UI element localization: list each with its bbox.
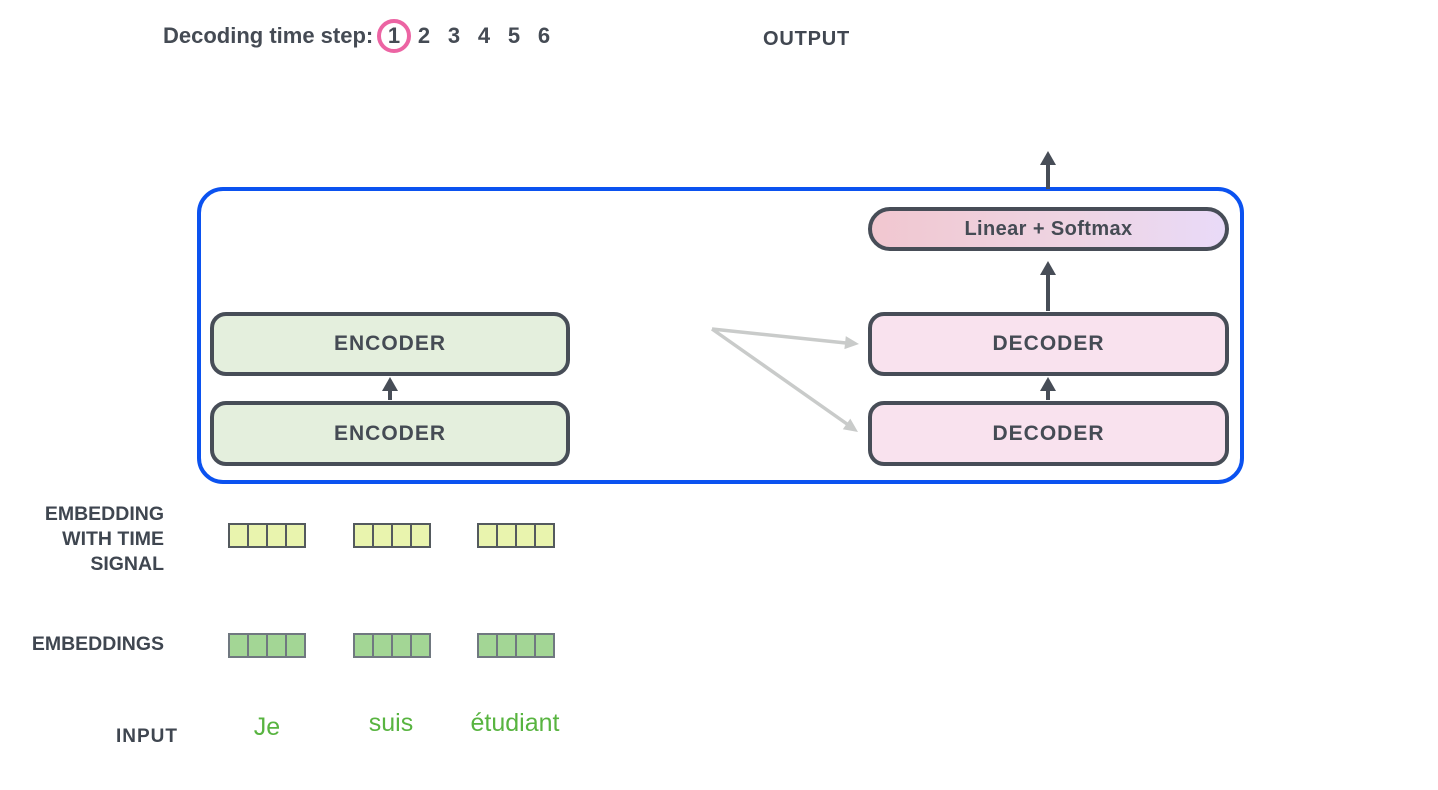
input-token: Je xyxy=(253,713,281,741)
embedding-vector xyxy=(477,633,555,658)
active-step-ring xyxy=(377,19,411,53)
label-input: INPUT xyxy=(116,726,178,747)
step-number-6: 6 xyxy=(537,23,551,48)
vector-cell xyxy=(536,635,553,656)
vector-cell xyxy=(517,635,536,656)
arrow-output-up xyxy=(1040,151,1056,189)
vector-cell xyxy=(249,525,268,546)
vector-cell xyxy=(355,635,374,656)
time-signal-vector xyxy=(228,523,306,548)
vector-cell xyxy=(230,635,249,656)
vector-cell xyxy=(412,525,429,546)
vector-cell xyxy=(287,635,304,656)
vector-cell xyxy=(393,525,412,546)
embedding-vector xyxy=(228,633,306,658)
vector-cell xyxy=(517,525,536,546)
embedding-vector xyxy=(353,633,431,658)
vector-cell xyxy=(498,525,517,546)
vector-cell xyxy=(268,525,287,546)
input-token: étudiant xyxy=(470,709,560,737)
step-number-2: 2 xyxy=(417,23,431,48)
time-signal-vector xyxy=(477,523,555,548)
encoder-box-bottom: ENCODER xyxy=(210,401,570,466)
vector-cell xyxy=(479,525,498,546)
vector-cell xyxy=(249,635,268,656)
vector-cell xyxy=(374,635,393,656)
transformer-container xyxy=(197,187,1244,484)
encoder-box-top: ENCODER xyxy=(210,312,570,376)
vector-cell xyxy=(498,635,517,656)
vector-cell xyxy=(374,525,393,546)
linear-softmax-box: Linear + Softmax xyxy=(868,207,1229,251)
vector-cell xyxy=(287,525,304,546)
label-line: WITH TIME xyxy=(62,528,164,550)
decoder-box-bottom: DECODER xyxy=(868,401,1229,466)
decoder-box-top: DECODER xyxy=(868,312,1229,376)
vector-cell xyxy=(355,525,374,546)
vector-cell xyxy=(479,635,498,656)
label-line: SIGNAL xyxy=(90,553,164,575)
label-embedding-time-signal: EMBEDDING WITH TIME SIGNAL xyxy=(24,502,164,577)
step-number-5: 5 xyxy=(507,23,521,48)
label-line: EMBEDDING xyxy=(44,503,164,525)
label-embeddings: EMBEDDINGS xyxy=(31,633,164,655)
time-signal-vector xyxy=(353,523,431,548)
vector-cell xyxy=(536,525,553,546)
step-number-4: 4 xyxy=(477,23,491,48)
vector-cell xyxy=(268,635,287,656)
output-label: OUTPUT xyxy=(763,28,851,50)
vector-cell xyxy=(412,635,429,656)
vector-cell xyxy=(230,525,249,546)
step-number-3: 3 xyxy=(447,23,461,48)
vector-cell xyxy=(393,635,412,656)
decoding-step-label: Decoding time step: xyxy=(163,23,374,48)
input-token: suis xyxy=(368,709,414,737)
